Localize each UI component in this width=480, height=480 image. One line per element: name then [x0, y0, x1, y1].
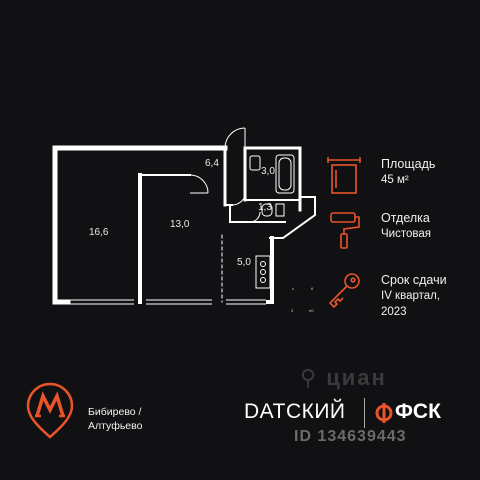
room-label-bath: 3,0 [261, 166, 275, 177]
svg-text:6: 6 [311, 286, 314, 291]
info-finish: Отделка Чистовая [325, 210, 431, 250]
deadline-title: Срок сдачи [381, 273, 447, 287]
key-icon [328, 273, 360, 309]
room-label-kitchen: 5,0 [237, 257, 251, 268]
paint-roller-icon [330, 212, 360, 249]
area-icon [327, 157, 361, 194]
fsk-logo-icon [375, 403, 393, 423]
svg-text:e0: e0 [309, 308, 314, 313]
svg-text:3: 3 [291, 308, 294, 313]
metro-line-2: Алтуфьево [88, 420, 143, 432]
deadline-value-2: 2023 [381, 306, 407, 318]
area-title: Площадь [381, 157, 436, 171]
metro-line-1: Бибирево / [88, 406, 142, 418]
metro-stations: Бибирево / Алтуфьево [88, 405, 142, 433]
developer-brand: ФСК [395, 400, 441, 423]
room-label-wc: 1,3 [258, 202, 272, 213]
svg-text:c: c [292, 286, 294, 291]
deadline-value-1: IV квартал, [381, 290, 441, 302]
room-label-hall: 6,4 [205, 158, 219, 169]
finish-value: Чистовая [381, 228, 431, 240]
watermark-logo: ⚲ циан [300, 365, 387, 390]
listing-id-watermark: ID 134639443 [294, 428, 407, 445]
info-deadline: Срок сдачи IV квартал, 2023 [325, 272, 447, 320]
finish-title: Отделка [381, 211, 430, 225]
project-brand: DATСКИЙ [244, 400, 346, 423]
info-area: Площадь 45 м² [325, 156, 435, 196]
area-value: 45 м² [381, 174, 409, 186]
room-label-1: 16,6 [89, 227, 109, 238]
brand-separator [364, 398, 365, 428]
metro-icon [26, 382, 74, 439]
room-label-2: 13,0 [170, 219, 190, 230]
